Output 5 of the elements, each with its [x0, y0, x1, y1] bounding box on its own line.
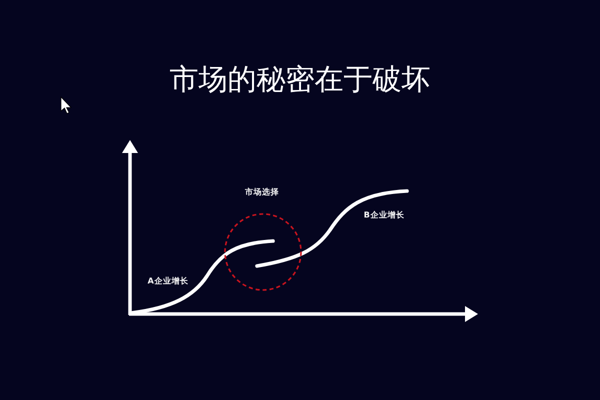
curve-label: A企业增长 [148, 278, 188, 286]
circle-caption: 市场选择 [245, 188, 279, 198]
title: 市场的秘密在于破坏 [170, 64, 430, 96]
curve-label: B企业增长 [364, 212, 404, 220]
dashed-circle [224, 213, 302, 291]
